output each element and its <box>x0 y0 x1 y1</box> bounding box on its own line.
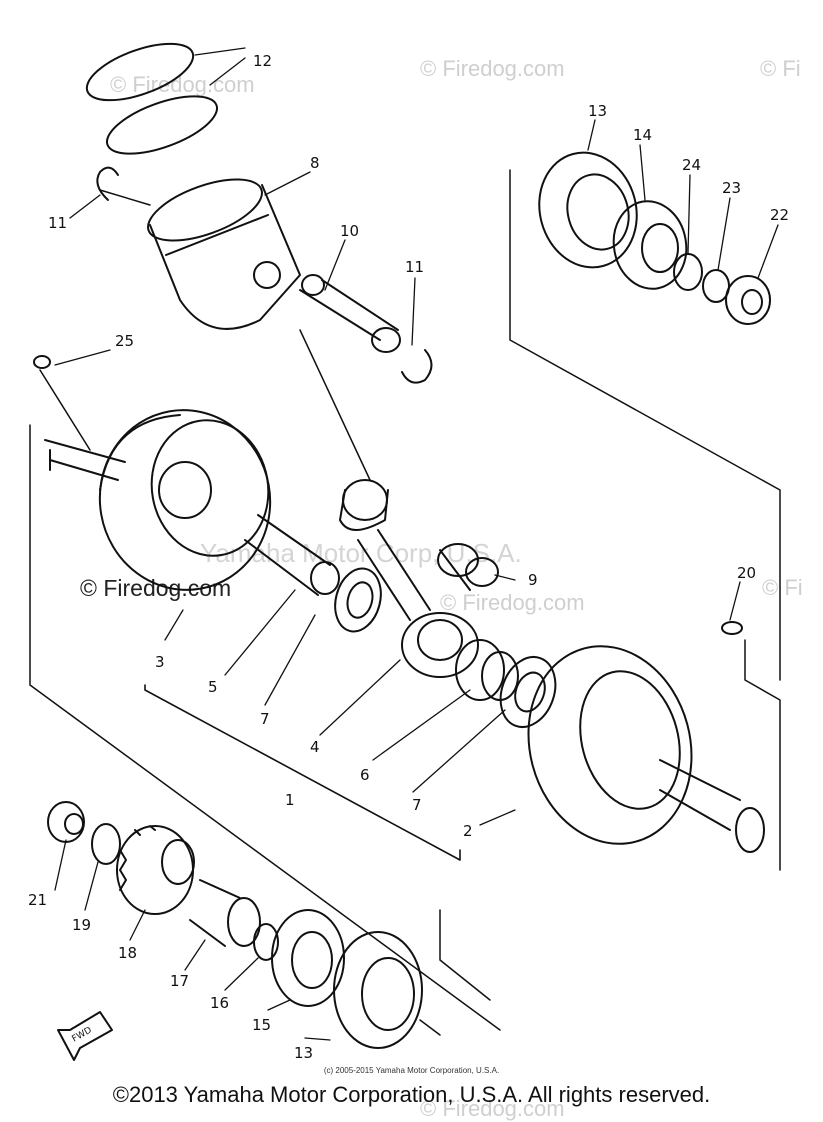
watermark-firedog-mid-right: © Firedog.com <box>440 590 585 615</box>
callout-15: 15 <box>252 1016 271 1034</box>
copyright-footer: ©2013 Yamaha Motor Corporation, U.S.A. A… <box>112 1082 711 1107</box>
spring-washer-23 <box>702 269 730 303</box>
callout-8: 8 <box>310 154 320 172</box>
thrust-washer-lower <box>499 656 557 728</box>
callout-17: 17 <box>170 972 189 990</box>
small-copyright: (c) 2005-2015 Yamaha Motor Corporation, … <box>323 1066 500 1075</box>
pin-21 <box>721 621 743 635</box>
spacer-17 <box>189 879 261 947</box>
callout-2: 2 <box>463 822 473 840</box>
callout-16: 16 <box>210 994 229 1012</box>
assembly-bracket <box>144 684 461 861</box>
right-crank-wheel <box>527 645 765 853</box>
piston-pin <box>299 274 401 353</box>
watermark-firedog-top-left: © Firedog.com <box>110 72 255 97</box>
circlip-left <box>96 166 119 201</box>
callout-9: 9 <box>528 571 538 589</box>
callout-13-lower: 13 <box>294 1044 313 1062</box>
callout-1: 1 <box>285 791 295 809</box>
callout-7-upper: 7 <box>260 710 270 728</box>
callout-numbers: 12 8 11 10 11 25 3 5 7 4 1 6 7 2 9 20 13… <box>28 52 789 1062</box>
pin-25 <box>33 355 51 369</box>
watermark-firedog-top-center: © Firedog.com <box>420 56 565 81</box>
watermark-firedog-far-right: © Fi <box>762 575 803 600</box>
callout-7-lower: 7 <box>412 796 422 814</box>
callout-3: 3 <box>155 653 165 671</box>
circlip-right <box>401 349 433 384</box>
callout-25: 25 <box>115 332 134 350</box>
connecting-rod <box>339 479 479 678</box>
callout-5: 5 <box>208 678 218 696</box>
callout-6: 6 <box>360 766 370 784</box>
callout-12: 12 <box>253 52 272 70</box>
callout-14: 14 <box>633 126 652 144</box>
collar-20 <box>47 801 85 843</box>
callout-11-left: 11 <box>48 214 67 232</box>
watermark-firedog-top-right: © Fi <box>760 56 801 81</box>
callout-20: 21 <box>28 891 47 909</box>
left-crank-wheel <box>44 409 272 591</box>
oil-seal <box>612 200 688 290</box>
piston-rings <box>85 42 219 155</box>
nut-22 <box>725 275 771 325</box>
callout-21: 20 <box>737 564 756 582</box>
piston <box>147 178 301 330</box>
leader-lines <box>54 47 779 1041</box>
main-bearing-upper <box>538 151 638 269</box>
callout-4: 4 <box>310 738 320 756</box>
callout-13-upper: 13 <box>588 102 607 120</box>
callout-24: 24 <box>682 156 701 174</box>
callout-11-right: 11 <box>405 258 424 276</box>
fwd-arrow-icon <box>57 1011 113 1061</box>
callout-10: 10 <box>340 222 359 240</box>
callout-19: 19 <box>72 916 91 934</box>
small-end-bearing <box>437 543 499 591</box>
thrust-washer-upper <box>334 567 382 633</box>
primary-gear <box>116 825 195 915</box>
crank-pin <box>244 514 340 596</box>
callout-23: 23 <box>722 179 741 197</box>
washer-19 <box>91 823 121 865</box>
callout-18: 18 <box>118 944 137 962</box>
o-ring <box>253 923 279 961</box>
main-bearing-lower <box>333 931 423 1049</box>
oil-seal-15 <box>271 909 345 1007</box>
assembly-lines <box>29 169 781 1036</box>
callout-22: 22 <box>770 206 789 224</box>
washer-24 <box>673 253 703 291</box>
